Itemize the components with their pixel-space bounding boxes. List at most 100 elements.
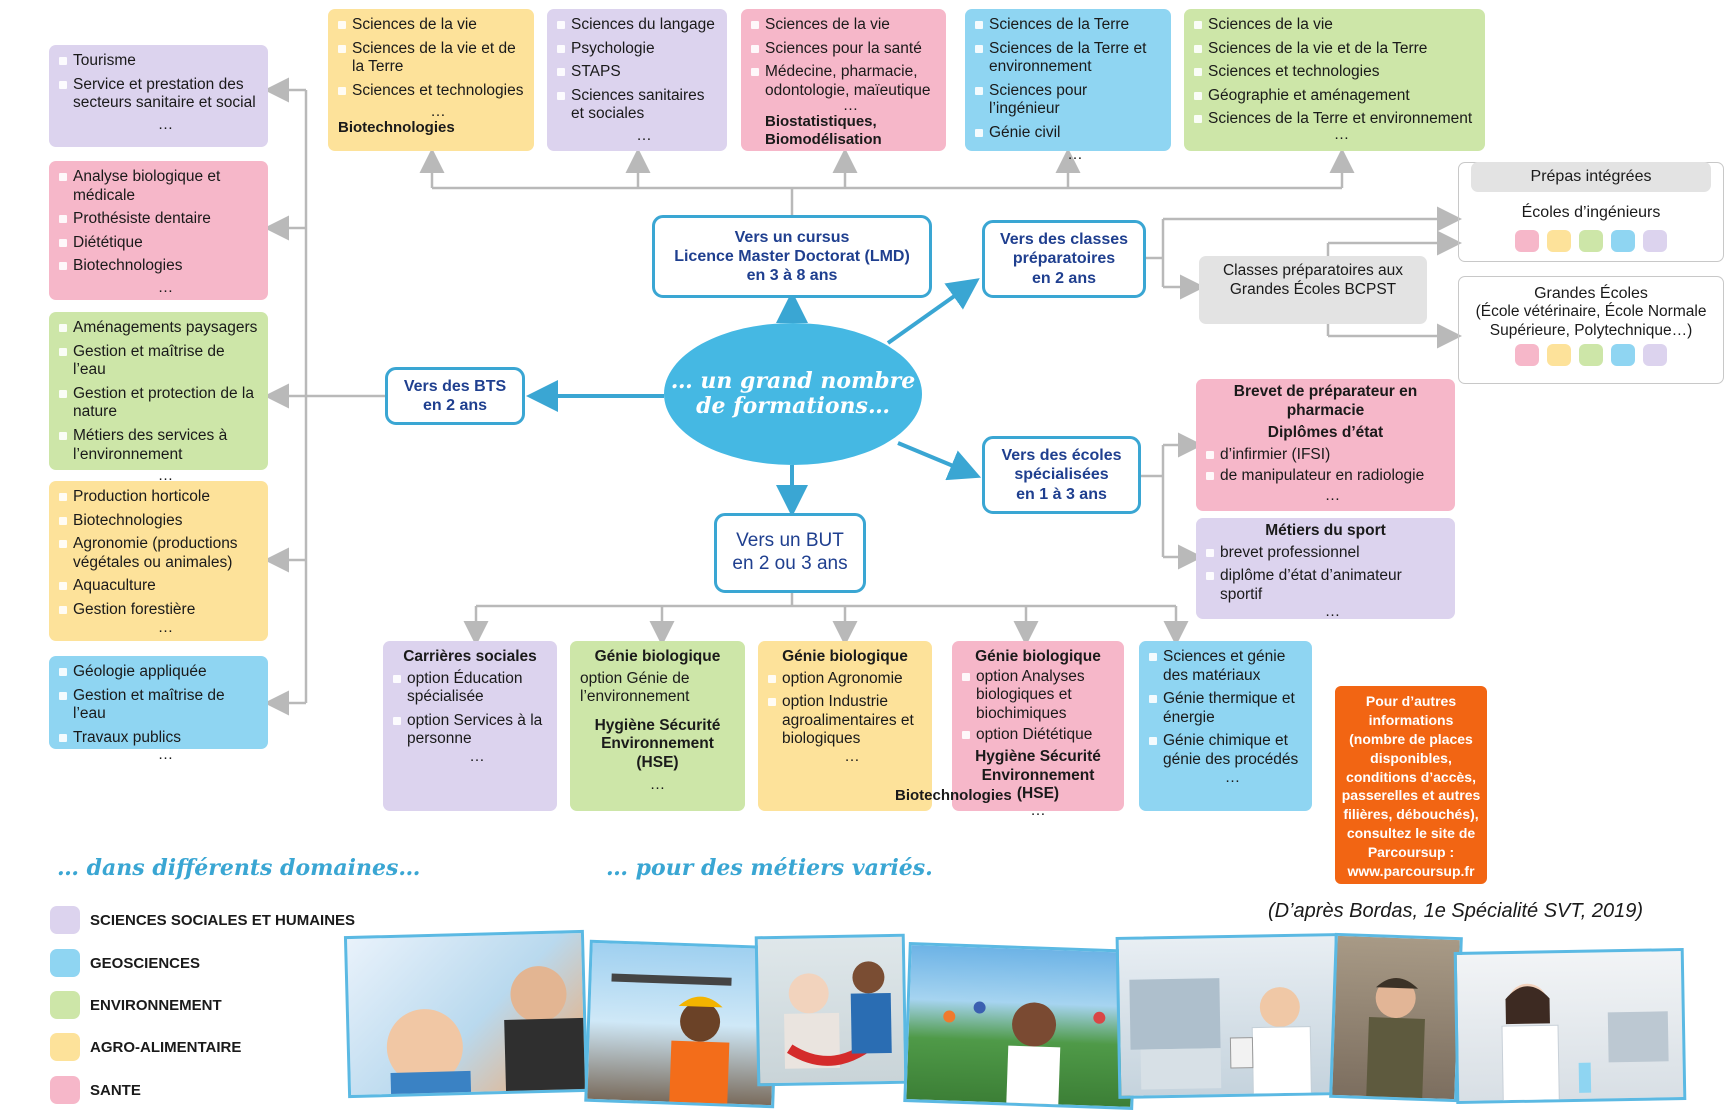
bts-line1: Vers des BTS xyxy=(403,377,507,395)
licence-box-3: Sciences de la vie Sciences pour la sant… xyxy=(741,9,946,151)
domain-color-dots xyxy=(1467,344,1715,367)
grandes-ecoles-detail: (École vétérinaire, École Normale Supéri… xyxy=(1475,303,1707,339)
list-item: option Agronomie xyxy=(768,670,922,689)
bcpst-box: Classes préparatoires aux Grandes Écoles… xyxy=(1199,256,1427,324)
ellipsis: … xyxy=(649,775,666,793)
bts-box-5: Géologie appliquée Gestion et maîtrise d… xyxy=(49,656,268,763)
legend-item: SCIENCES SOCIALES ET HUMAINES xyxy=(50,906,355,934)
ellipsis: … xyxy=(157,115,174,133)
list-item: Sciences et génie des matériaux xyxy=(1149,648,1302,685)
ellipsis: … xyxy=(1030,801,1046,819)
legend-swatch xyxy=(50,1033,80,1061)
ellipsis: … xyxy=(157,746,174,764)
list-item: Sciences pour la santé xyxy=(751,40,936,59)
but-box-1: Carrières sociales option Éducation spéc… xyxy=(383,641,557,811)
bts-box-2: Analyse biologique et médicale Prothésis… xyxy=(49,161,268,300)
ecoles-line2: spécialisées xyxy=(1014,466,1109,484)
list-item: option Analyses biologiques et biochimiq… xyxy=(962,668,1114,724)
list-item: Sciences de la Terre et environnement xyxy=(975,40,1161,77)
center-line1: … un grand nombre xyxy=(670,367,916,394)
grandes-ecoles-box: Grandes Écoles (École vétérinaire, École… xyxy=(1458,276,1724,384)
list-item: Sciences de la vie xyxy=(751,16,936,35)
but-box-4: Génie biologique option Analyses biologi… xyxy=(952,641,1124,818)
legend-swatch xyxy=(50,949,80,977)
photo-chemist xyxy=(1453,948,1687,1104)
ecoles-line3: en 1 à 3 ans xyxy=(1016,485,1107,503)
list-item: Sciences de la vie xyxy=(1194,16,1475,35)
bcpst-label: Classes préparatoires aux Grandes Écoles… xyxy=(1222,262,1404,298)
list-item: Sciences et technologies xyxy=(338,82,524,101)
photo-laboratory xyxy=(1115,933,1341,1099)
option-label: option Génie de l’environnement xyxy=(580,669,690,706)
list-item: Tourisme xyxy=(59,52,258,71)
biotechnologies-label: Biotechnologies xyxy=(895,787,1012,804)
photo-child-speech-therapy xyxy=(343,929,589,1099)
list-item: Géologie appliquée xyxy=(59,663,258,682)
ellipsis: … xyxy=(842,97,859,115)
photo-physio xyxy=(754,933,908,1087)
ellipsis: … xyxy=(157,467,174,485)
ellipsis: … xyxy=(469,747,485,765)
athlete-icon xyxy=(943,1001,1106,1110)
list-item: option Industrie agroalimentaires et bio… xyxy=(768,693,922,749)
list-item: Gestion et protection de la nature xyxy=(59,385,258,422)
ellipsis: … xyxy=(430,103,446,121)
legend-item: SANTE xyxy=(50,1076,141,1104)
list-item: d’infirmier (IFSI) xyxy=(1206,446,1445,465)
ellipsis: … xyxy=(1067,145,1083,163)
ellipsis: … xyxy=(157,618,174,636)
subtitle-domaines: … dans différents domaines… xyxy=(57,855,421,881)
prepas-integrees-box: Prépas intégrées Écoles d’ingénieurs xyxy=(1458,162,1724,262)
list-item: Agronomie (productions végétales ou anim… xyxy=(59,535,258,572)
legend-label: AGRO-ALIMENTAIRE xyxy=(90,1038,242,1056)
ellipsis: … xyxy=(1333,125,1350,143)
ellipsis: … xyxy=(844,747,860,765)
source-citation: (D’après Bordas, 1e Spécialité SVT, 2019… xyxy=(1268,900,1644,922)
legend-item: GEOSCIENCES xyxy=(50,949,200,977)
but-box-5: Sciences et génie des matériaux Génie th… xyxy=(1139,641,1312,811)
legend-swatch xyxy=(50,1076,80,1104)
box-subheading: Hygiène Sécurité Environnement (HSE) xyxy=(594,716,721,771)
list-item: Médecine, pharmacie, odontologie, maïeut… xyxy=(751,63,936,100)
subtitle-metiers: … pour des métiers variés. xyxy=(606,855,933,881)
list-item: option Diététique xyxy=(962,726,1114,745)
list-item: option Éducation spécialisée xyxy=(393,670,547,707)
list-item: Sciences de la vie xyxy=(338,16,524,35)
prepa-line1: Vers des classes xyxy=(999,231,1129,249)
ellipsis: … xyxy=(1324,486,1341,504)
list-item: Génie thermique et énergie xyxy=(1149,690,1302,727)
legend-label: ENVIRONNEMENT xyxy=(90,996,222,1014)
legend-swatch xyxy=(50,991,80,1019)
list-item: Génie civil xyxy=(975,124,1161,143)
list-item: brevet professionnel xyxy=(1206,544,1445,563)
list-item: Sciences pour l’ingénieur xyxy=(975,82,1161,119)
chemist-icon xyxy=(1501,983,1669,1104)
list-item: STAPS xyxy=(557,63,717,82)
prepa-line3: en 2 ans xyxy=(1031,269,1096,287)
list-item: Production horticole xyxy=(59,488,258,507)
list-item: de manipulateur en radiologie xyxy=(1206,467,1445,486)
center-line2: de formations… xyxy=(696,393,890,419)
list-item: Génie chimique et génie des procédés xyxy=(1149,732,1302,769)
list-item: diplôme d’état d’animateur sportif xyxy=(1206,567,1445,604)
box-heading: Métiers du sport xyxy=(1265,522,1386,539)
child-icon xyxy=(386,966,587,1099)
lmd-line3: en 3 à 8 ans xyxy=(746,267,838,285)
list-item: Sciences de la vie et de la Terre xyxy=(1194,40,1475,59)
list-item: Sciences du langage xyxy=(557,16,717,35)
list-item: Aquaculture xyxy=(59,577,258,596)
lmd-line2: Licence Master Doctorat (LMD) xyxy=(674,247,910,265)
photo-worker-site xyxy=(584,939,780,1109)
ecoles-box-2: Métiers du sport brevet professionnel di… xyxy=(1196,518,1455,620)
prepa-line2: préparatoires xyxy=(1012,250,1116,268)
box-heading: Génie biologique xyxy=(594,648,721,665)
box-heading: Génie biologique xyxy=(975,648,1101,665)
extra-label: Biostatistiques, Biomodélisation xyxy=(765,113,882,149)
legend-label: SANTE xyxy=(90,1081,141,1099)
list-item: Prothésiste dentaire xyxy=(59,210,258,229)
photo-sports xyxy=(903,942,1139,1110)
parcoursup-note: Pour d’autres informations (nombre de pl… xyxy=(1335,686,1487,884)
